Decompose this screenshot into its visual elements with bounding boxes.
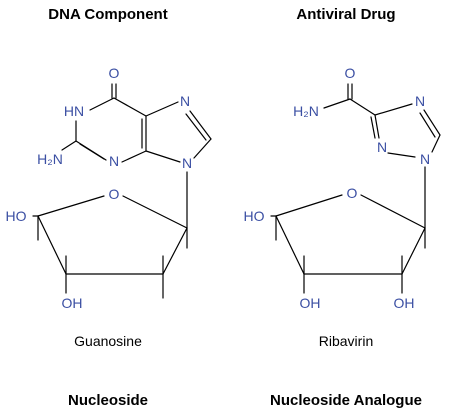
ribavirin-oh-right-label: OH: [394, 295, 415, 311]
guanosine-n3-label: N: [109, 153, 119, 169]
ribavirin-oh-left-label: OH: [300, 295, 321, 311]
heading-nucleoside-analogue: Nucleoside Analogue: [270, 392, 422, 409]
heading-nucleoside: Nucleoside: [68, 392, 148, 409]
ribavirin-n-bottom-label: N: [420, 151, 430, 167]
guanosine-oh-label: OH: [62, 295, 83, 311]
heading-antiviral-drug: Antiviral Drug: [296, 6, 395, 23]
guanosine-n9-label: N: [182, 155, 192, 171]
guanosine-carbonyl-oxygen: O: [109, 65, 120, 81]
guanosine-n7-label: N: [180, 93, 190, 109]
ribavirin-name: Ribavirin: [319, 333, 373, 349]
guanosine-name: Guanosine: [74, 333, 142, 349]
guanosine-ho-label: HO: [6, 208, 27, 224]
ribavirin-ring-oxygen: O: [347, 185, 358, 201]
ribavirin-carbonyl-oxygen: O: [345, 65, 356, 81]
ribavirin-n-top-label: N: [415, 93, 425, 109]
guanosine-ring-oxygen: O: [109, 186, 120, 202]
ribavirin-amide-label: H₂N: [293, 103, 319, 119]
guanosine-hn-label: HN: [64, 103, 84, 119]
ribavirin-n-left-label: N: [377, 139, 387, 155]
guanosine-amine-label: H₂N: [37, 151, 63, 167]
guanosine-structure: O HN N N N H₂N O HO OH Guanosine: [6, 65, 212, 349]
ribavirin-structure: O H₂N N N N O HO OH OH Ribavirin: [244, 65, 441, 349]
ribavirin-ho-label: HO: [244, 208, 265, 224]
heading-dna-component: DNA Component: [48, 6, 167, 23]
